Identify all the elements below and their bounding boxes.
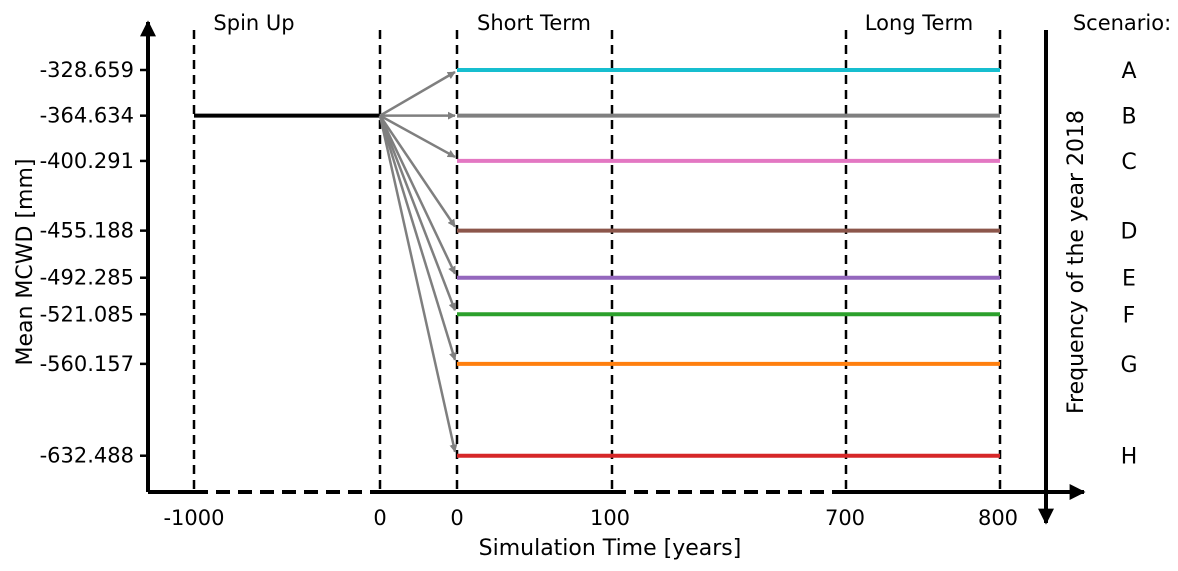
x-tick-label: -1000 [163,506,224,530]
scenario-letter-b: B [1121,105,1136,130]
x-tick-label: 0 [373,506,386,530]
y-tick-label: -632.488 [40,444,134,468]
phase-label-spin-up: Spin Up [213,11,294,35]
y-axis-ticks: -328.659 -364.634 -400.291 -455.188 -492.285… [40,58,150,468]
phase-dividers [192,30,1002,490]
phase-label-short-term: Short Term [477,11,591,35]
scenario-letter-f: F [1123,303,1136,328]
scenario-letter-a: A [1121,59,1136,84]
y-tick-label: -400.291 [40,149,134,173]
x-tick-label: 100 [590,506,630,530]
y-tick-label: -560.157 [40,352,134,376]
right-axis-title: Frequency of the year 2018 [1064,110,1089,414]
axes [140,20,1086,525]
arrow-to-scenario-c [379,114,456,159]
scenario-arrows [378,70,458,453]
scenario-lines [457,68,1000,458]
scenario-letter-g: G [1120,353,1137,378]
x-axis-tick-labels: -1000 0 0 100 700 800 [163,506,1018,530]
arrow-to-scenario-a [379,70,456,117]
arrow-to-scenario-d [378,114,457,228]
y-tick-label: -364.634 [40,104,134,128]
x-tick-label: 800 [978,506,1018,530]
y-tick-label: -521.085 [40,302,134,326]
y-axis-title: Mean MCWD [mm] [13,159,38,366]
y-tick-label: -328.659 [40,58,134,82]
scenario-header: Scenario: [1073,11,1171,35]
x-tick-label: 0 [450,506,463,530]
y-tick-label: -455.188 [40,219,134,243]
scenario-letter-e: E [1122,267,1136,292]
arrow-to-scenario-e [378,115,457,275]
arrow-to-scenario-f [378,115,457,312]
arrow-to-scenario-g [378,115,457,361]
x-axis-title: Simulation Time [years] [479,536,742,561]
phase-labels: Spin Up Short Term Long Term [213,11,973,35]
y-tick-label: -492.285 [40,266,134,290]
x-tick-label: 700 [825,506,865,530]
arrow-to-scenario-h [378,115,458,453]
scenario-letter-c: C [1121,150,1136,175]
scenario-letter-d: D [1121,220,1138,245]
phase-label-long-term: Long Term [865,11,973,35]
scenario-letter-h: H [1121,445,1138,470]
